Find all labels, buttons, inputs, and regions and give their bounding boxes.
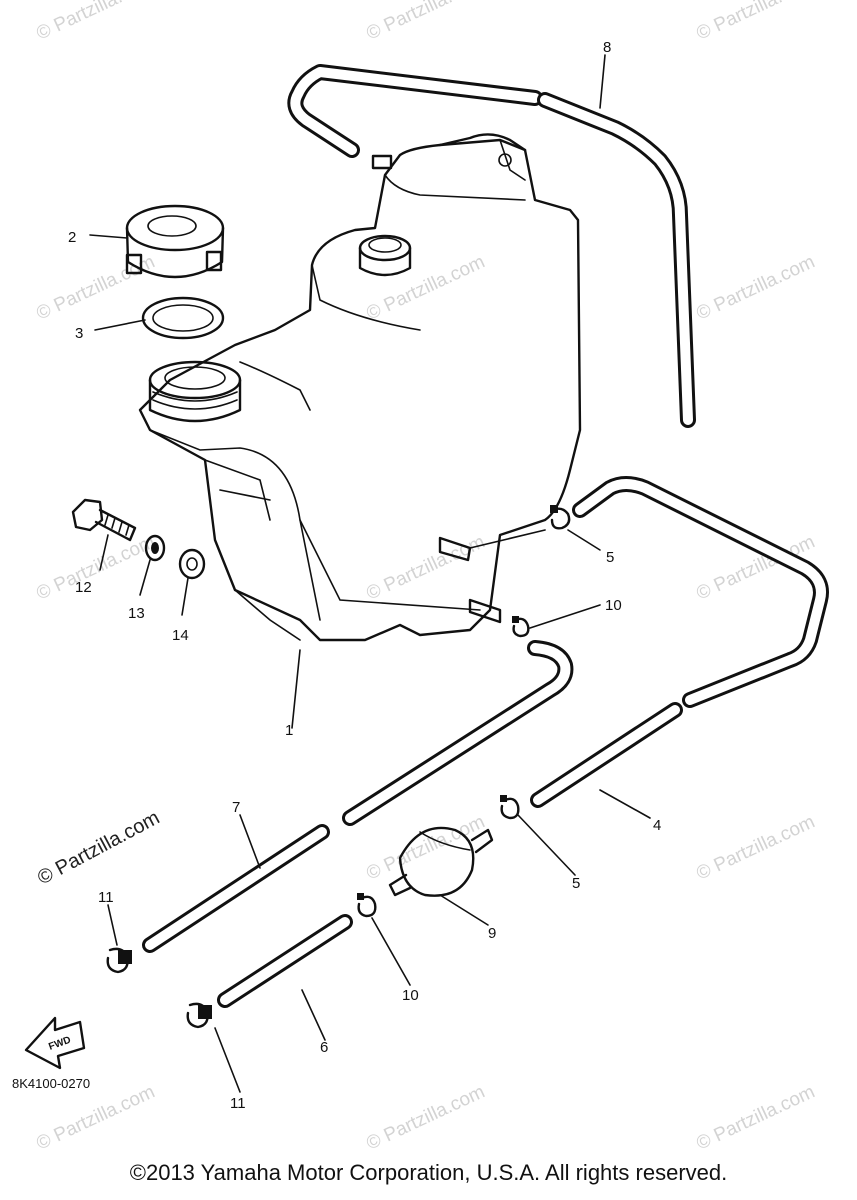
- hose-7: [142, 640, 574, 953]
- callout-13: 13: [128, 605, 145, 622]
- callout-2: 2: [68, 229, 76, 246]
- hose-4: [530, 476, 829, 808]
- callout-4: 4: [653, 817, 661, 834]
- tank-1: [138, 133, 582, 642]
- callout-10-upper: 10: [605, 597, 622, 614]
- copyright-notice: ©2013 Yamaha Motor Corporation, U.S.A. A…: [129, 1160, 728, 1185]
- fwd-arrow-label: FWD: [47, 1035, 72, 1053]
- hose-8: [287, 64, 696, 428]
- callout-11-lower: 11: [230, 1095, 246, 1112]
- gasket-3: [141, 296, 225, 340]
- fwd-arrow: FWD: [24, 1016, 86, 1070]
- watermark: © Partzilla.com: [363, 251, 488, 324]
- callout-5-upper: 5: [606, 549, 614, 566]
- watermark: © Partzilla.com: [693, 251, 818, 324]
- watermark: © Partzilla.com: [33, 251, 158, 324]
- washer-14: [178, 548, 206, 580]
- callouts: 2 3 8 1 12 13 14 5 10 4 5 9 10 7 6 11 11: [68, 39, 661, 1112]
- watermark: © Partzilla.com: [33, 1081, 158, 1154]
- callout-14: 14: [172, 627, 189, 644]
- callout-11-upper: 11: [98, 889, 114, 906]
- callout-1: 1: [285, 722, 293, 739]
- clamp-10-lower: [357, 893, 377, 918]
- watermark-layer: © Partzilla.com © Partzilla.com © Partzi…: [33, 0, 818, 1155]
- watermark-prominent: © Partzilla.com: [34, 807, 163, 890]
- watermark: © Partzilla.com: [33, 531, 158, 604]
- clamp-5-lower: [500, 795, 520, 820]
- watermark: © Partzilla.com: [363, 531, 488, 604]
- watermark: © Partzilla.com: [693, 811, 818, 884]
- callout-8: 8: [603, 39, 611, 56]
- watermark: © Partzilla.com: [363, 0, 488, 45]
- leader-lines: [89, 54, 651, 1093]
- watermark: © Partzilla.com: [693, 1081, 818, 1154]
- clamp-5-upper: [550, 505, 571, 530]
- filter-9: [388, 826, 494, 897]
- watermark: © Partzilla.com: [33, 0, 158, 45]
- clamp-11-lower: [186, 1002, 212, 1029]
- bolt-12: [71, 498, 137, 542]
- callout-12: 12: [75, 579, 92, 596]
- diagram-code: 8K4100-0270: [12, 1076, 90, 1091]
- watermark: © Partzilla.com: [693, 0, 818, 45]
- callout-10-lower: 10: [402, 987, 419, 1004]
- washer-13: [144, 534, 166, 562]
- watermark: © Partzilla.com: [363, 1081, 488, 1154]
- cap-2: [125, 204, 225, 279]
- callout-6: 6: [320, 1039, 328, 1056]
- callout-9: 9: [488, 925, 496, 942]
- callout-7: 7: [232, 799, 240, 816]
- callout-3: 3: [75, 325, 83, 342]
- callout-5-lower: 5: [572, 875, 580, 892]
- clamp-11-upper: [106, 947, 132, 974]
- clamp-10-upper: [512, 616, 530, 638]
- hose-6: [217, 914, 353, 1008]
